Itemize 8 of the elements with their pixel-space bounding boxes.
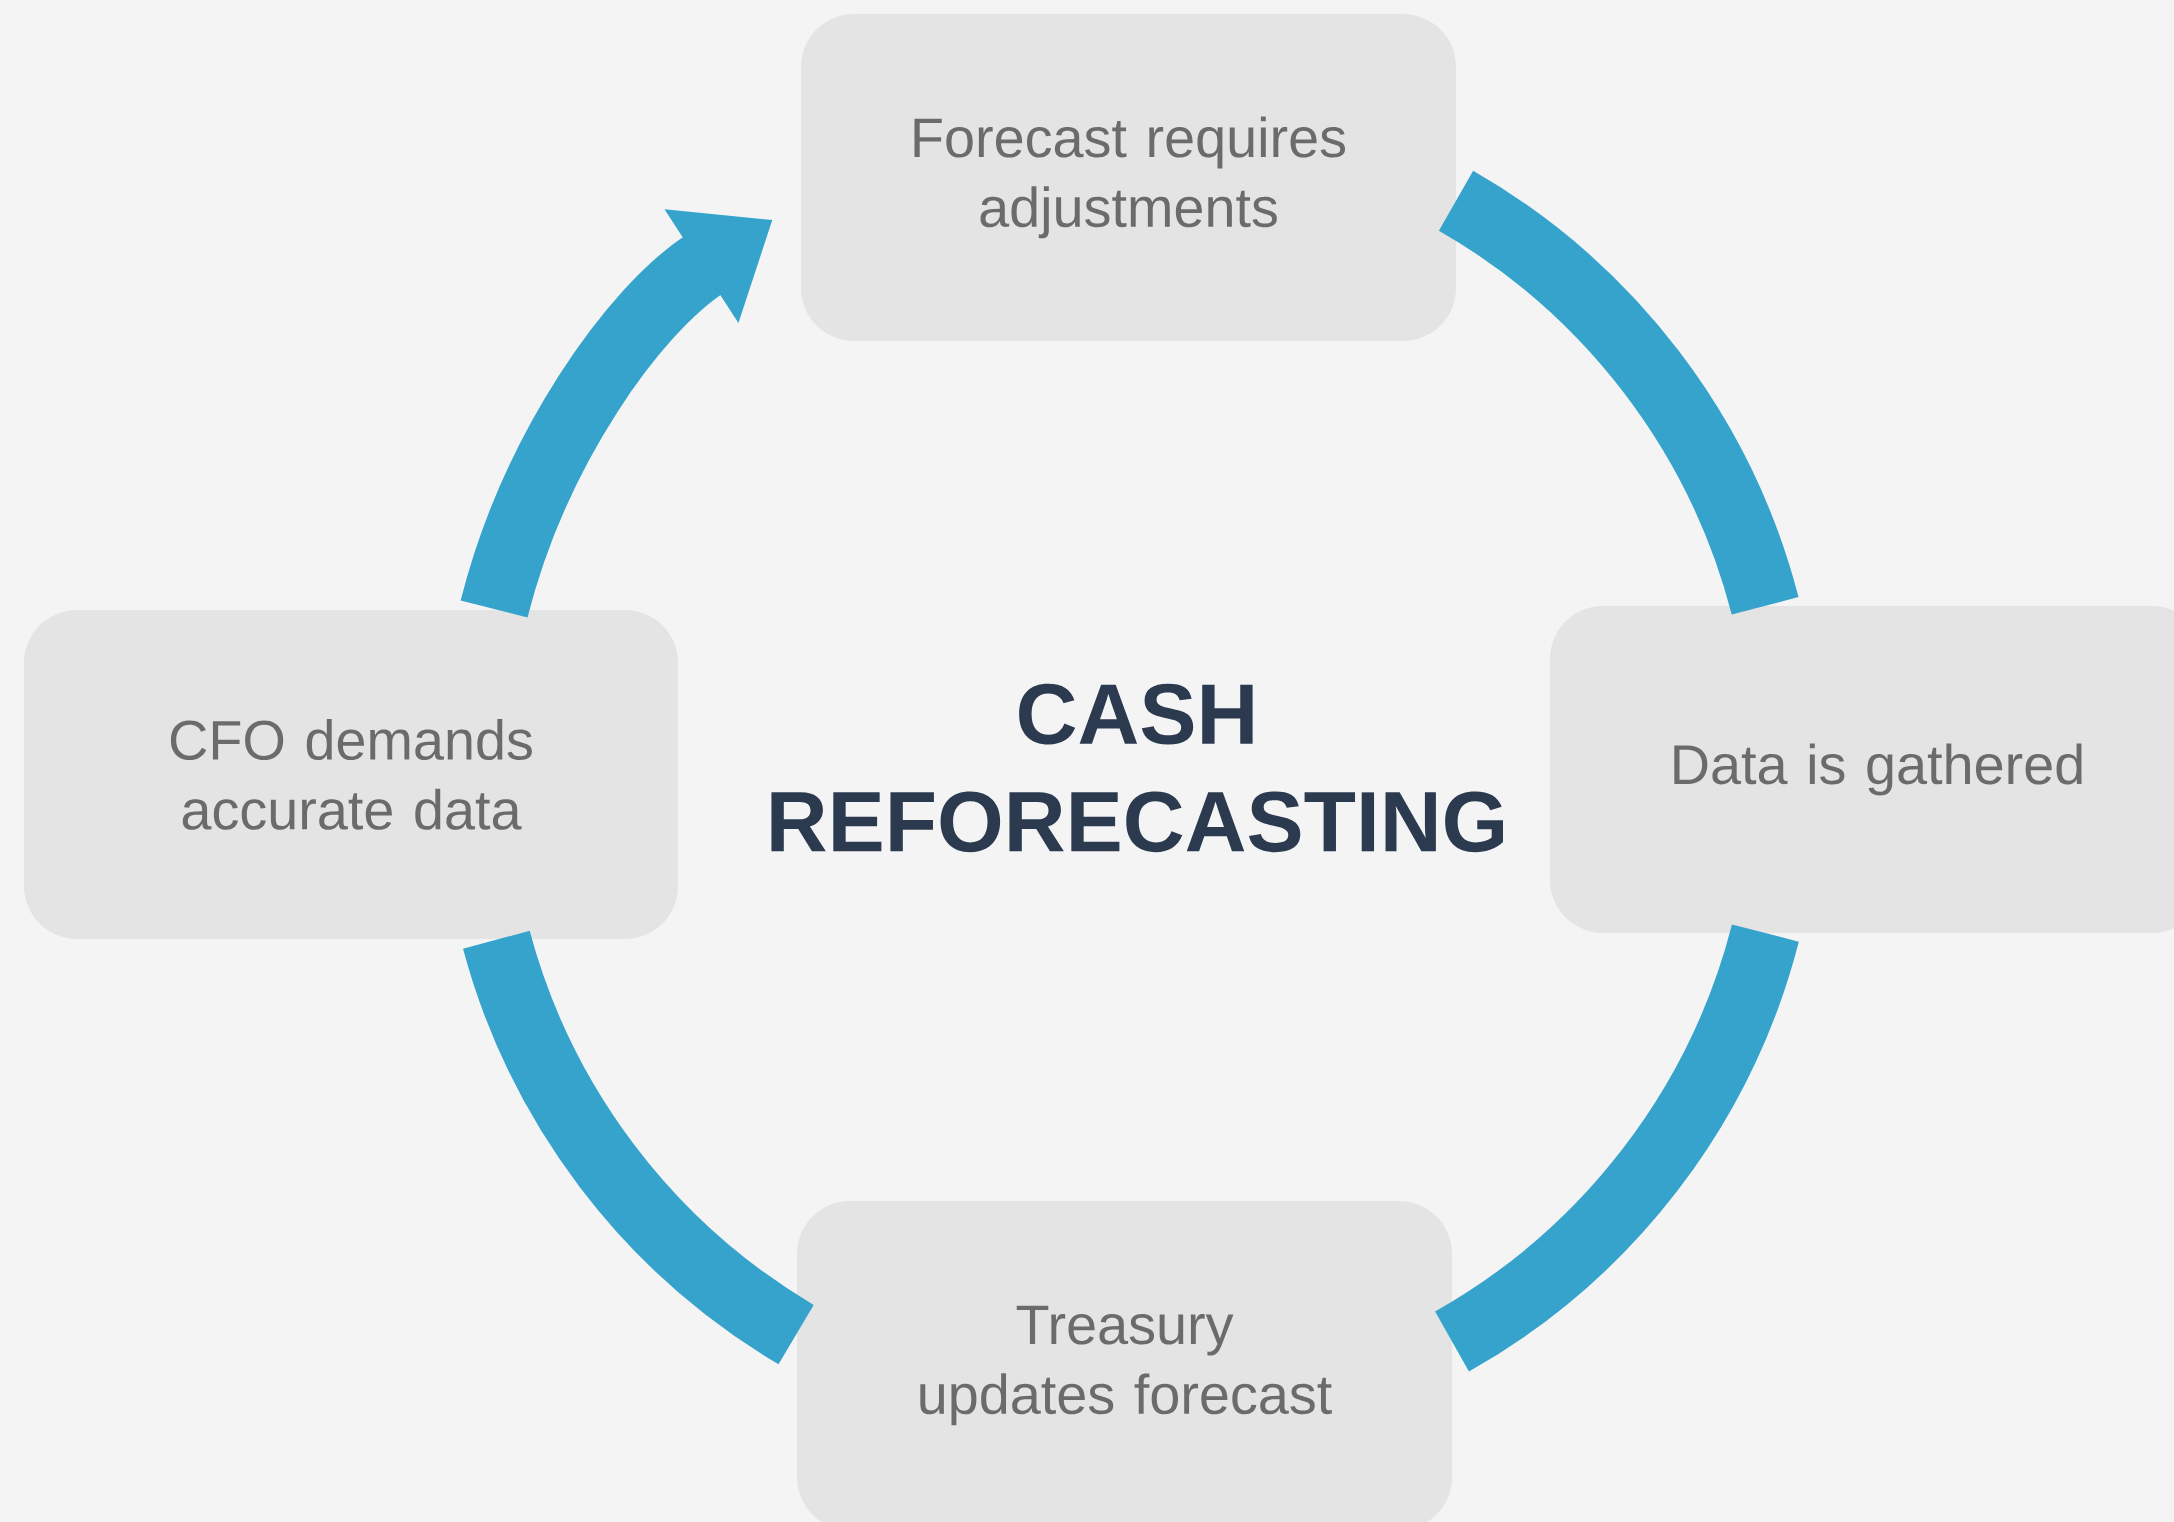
center-title: CASH REFORECASTING — [771, 683, 1503, 853]
process-box: Forecast requires adjustments — [801, 14, 1456, 341]
cycle-arc — [1437, 171, 1799, 616]
process-box: Data is gathered — [1550, 606, 2174, 933]
cycle-arc — [463, 929, 815, 1364]
process-box: Treasury updates forecast — [797, 1201, 1452, 1522]
process-box: CFO demands accurate data — [24, 610, 678, 939]
cycle-arc — [1434, 923, 1799, 1371]
